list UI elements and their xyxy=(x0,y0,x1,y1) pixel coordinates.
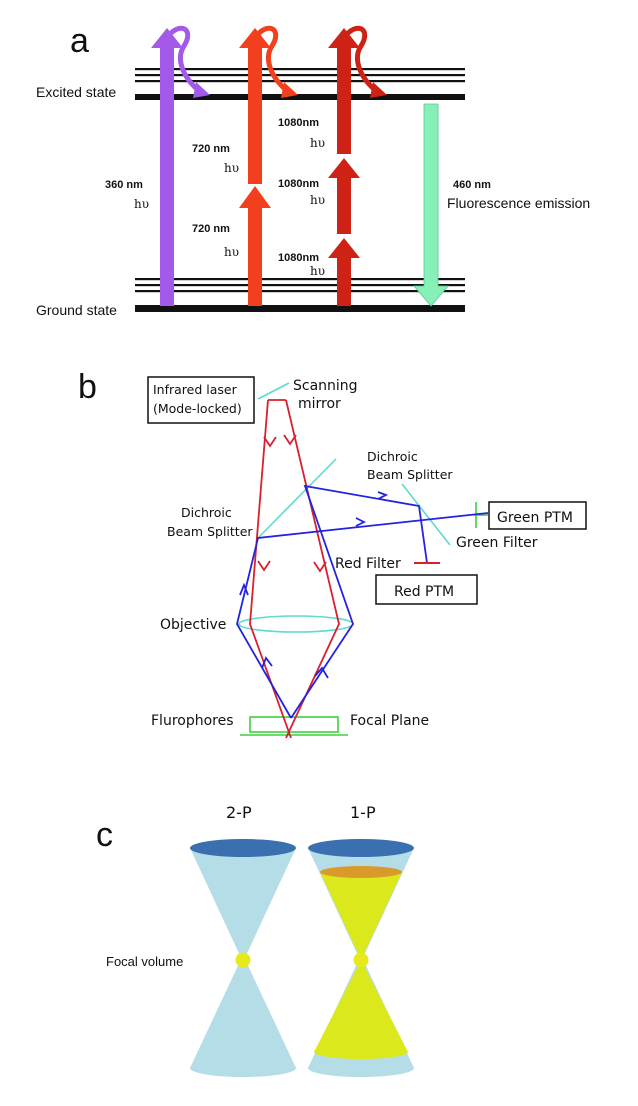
objective-label: Objective xyxy=(160,617,226,633)
laser-label-line1: Infrared laser xyxy=(153,382,238,397)
two-photon-top-cap xyxy=(190,839,296,857)
emission-wavelength: 460 nm xyxy=(453,179,491,191)
ground-state-line xyxy=(135,305,465,312)
dichroic-left-label-line2: Beam Splitter xyxy=(167,524,253,539)
dichroic-top-label-line1: Dichroic xyxy=(367,449,418,464)
excited-state-line xyxy=(135,94,465,100)
panel-a: a Excited state Ground state 360 nm hυ xyxy=(36,22,590,318)
one-photon-top-cap xyxy=(308,839,414,857)
three-photon-arrow-1 xyxy=(328,238,360,306)
dichroic-top-label-line2: Beam Splitter xyxy=(367,467,453,482)
three-photon-hv-1: hυ xyxy=(310,136,325,150)
three-photon-arrow-3 xyxy=(328,28,360,154)
one-photon-wavelength: 360 nm xyxy=(105,179,143,191)
two-p-label: 2-P xyxy=(226,803,252,822)
emission-label: Fluorescence emission xyxy=(447,195,590,211)
one-p-label: 1-P xyxy=(350,803,376,822)
one-photon-focal-spot xyxy=(353,952,369,968)
dichroic-beam-splitter-left xyxy=(257,458,337,539)
two-photon-arrow-upper xyxy=(239,28,271,184)
panel-c-letter: c xyxy=(96,816,113,854)
red-filter-label: Red Filter xyxy=(335,556,401,572)
dichroic-left-label-line1: Dichroic xyxy=(181,505,232,520)
three-photon-arrows xyxy=(328,25,387,306)
two-photon-wavelength-lower: 720 nm xyxy=(192,223,230,235)
two-photon-arrows xyxy=(239,25,298,306)
scanning-mirror-label-line2: mirror xyxy=(298,396,341,412)
scanning-mirror xyxy=(257,382,290,400)
infrared-laser-box xyxy=(147,376,255,424)
two-photon-focal-spot xyxy=(235,952,251,968)
two-photon-hv-lower: hυ xyxy=(224,245,239,259)
two-photon-wavelength-upper: 720 nm xyxy=(192,143,230,155)
panel-b: b Infrared laser (Mode-locked) Scanning … xyxy=(78,368,587,739)
scanning-mirror-label-line1: Scanning xyxy=(293,378,358,394)
green-ptm-box xyxy=(488,501,587,530)
three-photon-hv-2: hυ xyxy=(310,193,325,207)
emission-path xyxy=(236,484,489,719)
focal-plane-label: Focal Plane xyxy=(350,713,429,729)
green-filter-label: Green Filter xyxy=(456,535,538,551)
three-photon-hv-3: hυ xyxy=(310,264,325,278)
three-photon-arrow-2 xyxy=(328,158,360,234)
ground-state-levels xyxy=(135,278,465,312)
excitation-path xyxy=(249,399,340,739)
excited-state-label: Excited state xyxy=(36,84,116,100)
two-photon-hourglass xyxy=(190,839,296,1077)
two-photon-hv-upper: hυ xyxy=(224,161,239,175)
panel-a-letter: a xyxy=(70,22,89,60)
two-photon-arrow-lower xyxy=(239,186,271,306)
red-ptm-label: Red PTM xyxy=(394,584,454,600)
panel-c: c 2-P 1-P Focal volume xyxy=(96,803,414,1077)
three-photon-wavelength-3: 1080nm xyxy=(278,252,319,264)
dichroic-beam-splitter-top xyxy=(401,483,451,546)
emission-arrow xyxy=(413,103,449,307)
focal-volume-label: Focal volume xyxy=(106,954,183,969)
panel-b-letter: b xyxy=(78,368,97,406)
excited-state-levels xyxy=(135,68,465,100)
red-ptm-box xyxy=(375,574,478,605)
ground-state-label: Ground state xyxy=(36,302,117,318)
green-ptm-label: Green PTM xyxy=(497,510,573,526)
one-photon-hourglass xyxy=(308,839,414,1077)
focal-plane-box xyxy=(249,716,339,733)
flurophores-label: Flurophores xyxy=(151,713,234,729)
one-photon-hv: hυ xyxy=(134,197,149,211)
laser-label-line2: (Mode-locked) xyxy=(153,401,242,416)
one-photon-arrow xyxy=(151,25,210,306)
one-photon-orange-band xyxy=(320,866,402,878)
three-photon-wavelength-1: 1080nm xyxy=(278,117,319,129)
three-photon-wavelength-2: 1080nm xyxy=(278,178,319,190)
